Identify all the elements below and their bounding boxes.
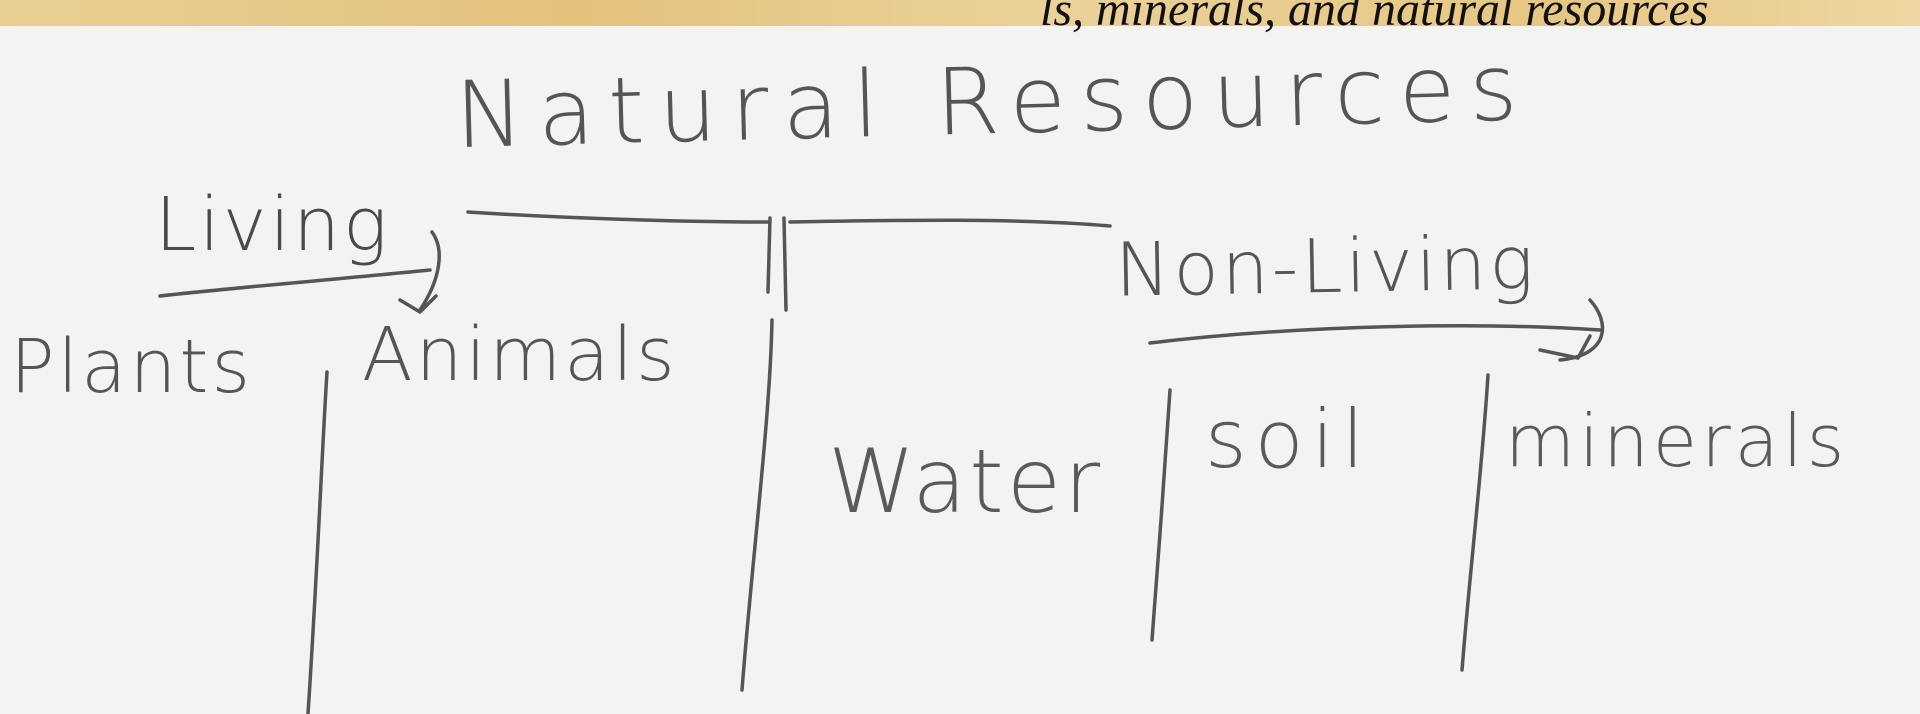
item-animals: Animals [362,312,678,398]
divider-soil-minerals [1460,373,1490,672]
printed-header-text: ls, minerals, and natural resources [1040,0,1709,34]
center-double-line-1 [766,216,772,294]
center-double-line-2 [782,216,788,312]
diagram-title: Natural Resources [453,33,1533,170]
nonliving-underline [1148,324,1602,345]
printed-header-banner [0,0,1920,26]
branch-label-non-living: Non-Living [1114,220,1538,314]
divider-living-nonliving [740,318,774,692]
item-water: Water [828,430,1104,533]
top-bar-left [466,210,772,224]
top-bar-right [788,218,1112,228]
living-arrow [418,230,441,312]
divider-plants-animals [306,370,329,714]
item-minerals: minerals [1505,399,1849,483]
item-soil: soil [1205,393,1373,486]
nonliving-arrow-head [1538,334,1592,360]
living-arrow-head [398,294,438,314]
branch-label-living: Living [155,182,391,268]
item-plants: Plants [10,324,253,410]
divider-water-soil [1150,388,1172,642]
living-underline [158,268,432,298]
